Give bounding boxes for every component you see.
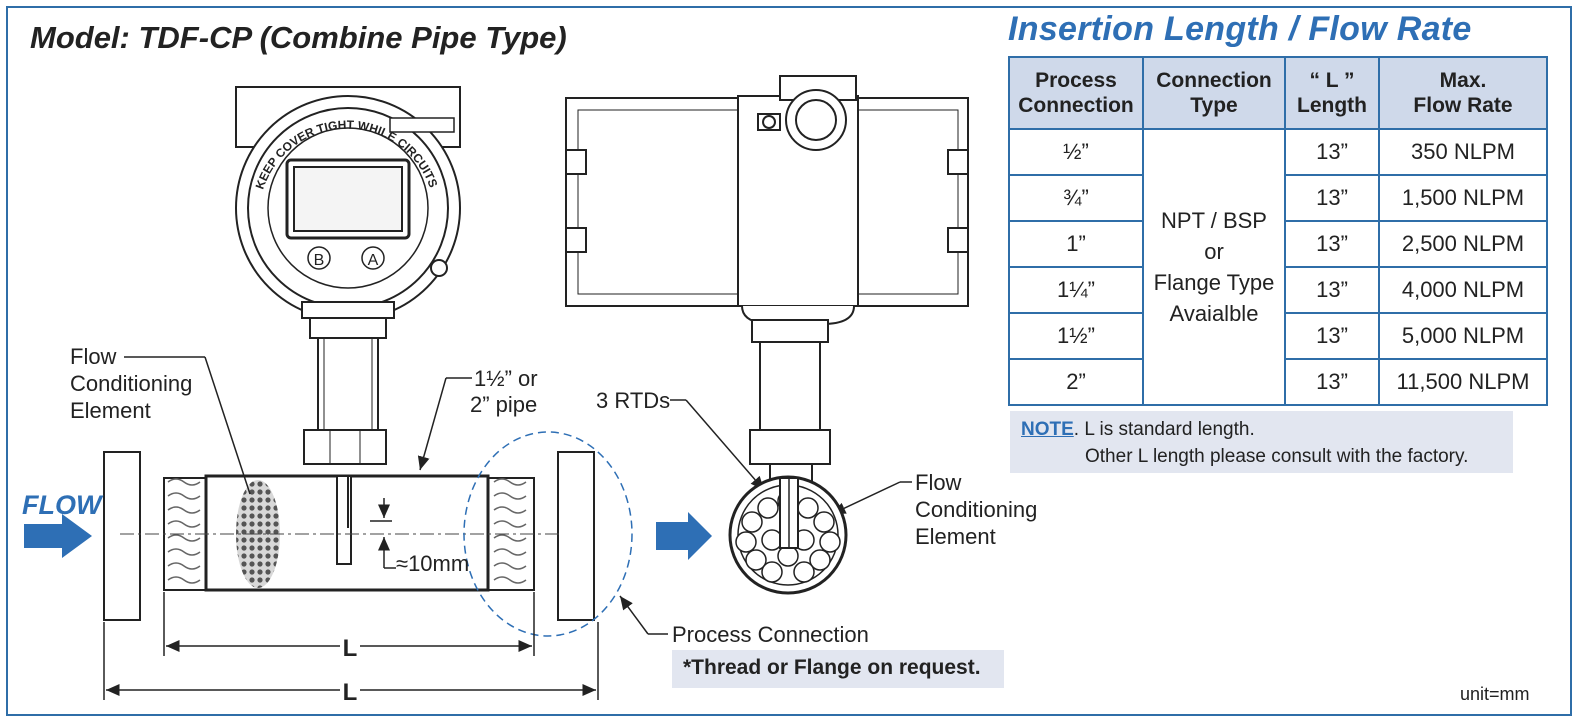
flow-direction-label: FLOW xyxy=(22,490,104,520)
cell-process: 2” xyxy=(1009,359,1143,405)
note-line1: . L is standard length. xyxy=(1074,419,1255,440)
dim-l-outer: L xyxy=(343,679,358,706)
button-b-label: B xyxy=(314,252,325,269)
note-label: NOTE xyxy=(1021,419,1074,440)
header-connection-type: Connection Type xyxy=(1143,57,1285,129)
flow-rate-table: Process Connection Connection Type “ L ”… xyxy=(1008,56,1548,406)
cell-flow: 2,500 NLPM xyxy=(1379,221,1547,267)
cell-process: 1¼” xyxy=(1009,267,1143,313)
cell-flow: 11,500 NLPM xyxy=(1379,359,1547,405)
side-transmitter-housing xyxy=(566,76,968,486)
request-note: *Thread or Flange on request. xyxy=(672,650,1004,688)
table-title: Insertion Length / Flow Rate xyxy=(1008,10,1472,49)
cell-length: 13” xyxy=(1285,221,1379,267)
header-process-connection: Process Connection xyxy=(1009,57,1143,129)
cell-flow: 350 NLPM xyxy=(1379,129,1547,175)
process-connection-label: Process Connection xyxy=(672,622,869,647)
note-box: NOTE. L is standard length. Other L leng… xyxy=(1010,411,1513,473)
table-header-row: Process Connection Connection Type “ L ”… xyxy=(1009,57,1547,129)
cell-flow: 5,000 NLPM xyxy=(1379,313,1547,359)
front-transmitter-housing xyxy=(236,87,460,464)
cell-process: ½” xyxy=(1009,129,1143,175)
dim-l-inner: L xyxy=(343,635,358,662)
cell-process: 1½” xyxy=(1009,313,1143,359)
side-flow-arrow-icon xyxy=(656,512,712,560)
cell-length: 13” xyxy=(1285,359,1379,405)
cell-length: 13” xyxy=(1285,129,1379,175)
model-title: Model: TDF-CP (Combine Pipe Type) xyxy=(30,20,567,56)
cell-process: 1” xyxy=(1009,221,1143,267)
flow-arrow-icon xyxy=(24,514,92,558)
note-line2: Other L length please consult with the f… xyxy=(1021,443,1513,470)
cell-flow: 4,000 NLPM xyxy=(1379,267,1547,313)
cell-flow: 1,500 NLPM xyxy=(1379,175,1547,221)
cell-length: 13” xyxy=(1285,175,1379,221)
table-row: ½” NPT / BSP or Flange Type Avaialble 13… xyxy=(1009,129,1547,175)
cell-length: 13” xyxy=(1285,267,1379,313)
unit-label: unit=mm xyxy=(1460,684,1530,705)
header-l-length: “ L ” Length xyxy=(1285,57,1379,129)
button-a-label: A xyxy=(368,252,379,269)
cell-process: ¾” xyxy=(1009,175,1143,221)
cell-connection-type: NPT / BSP or Flange Type Avaialble xyxy=(1143,129,1285,405)
flow-conditioning-left-label: Flow Conditioning Element xyxy=(70,344,198,423)
offset-label: ≈10mm xyxy=(396,551,469,576)
header-max-flow-rate: Max. Flow Rate xyxy=(1379,57,1547,129)
pipe-size-label: 1½” or 2” pipe xyxy=(470,366,544,417)
cell-length: 13” xyxy=(1285,313,1379,359)
rtds-label: 3 RTDs xyxy=(596,388,670,413)
side-pipe-cross-section xyxy=(730,477,846,593)
flow-conditioning-right-label: Flow Conditioning Element xyxy=(915,470,1043,549)
